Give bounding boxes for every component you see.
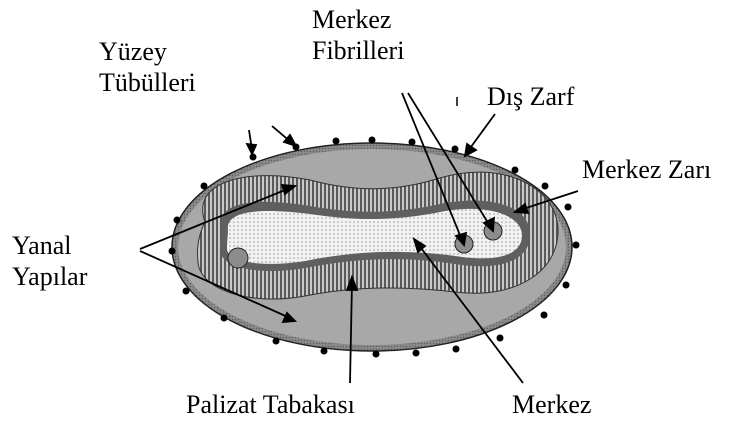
label-surface-tubules-line2: Tübülleri bbox=[99, 67, 196, 98]
surface-tubule bbox=[250, 154, 257, 161]
surface-tubule bbox=[565, 204, 572, 211]
surface-tubule bbox=[373, 351, 380, 358]
surface-tubule bbox=[413, 350, 420, 357]
label-core-fibrils-line1: Merkez bbox=[312, 4, 404, 35]
surface-tubule bbox=[333, 138, 340, 145]
surface-tubule bbox=[453, 346, 460, 353]
label-core-membrane-text: Merkez Zarı bbox=[582, 154, 711, 185]
surface-tubule bbox=[273, 338, 280, 345]
label-lateral-bodies: Yanal Yapılar bbox=[12, 230, 87, 292]
surface-tubule bbox=[573, 242, 580, 249]
label-core: Merkez bbox=[512, 389, 591, 420]
core-fibril-body bbox=[228, 248, 248, 268]
surface-tubule bbox=[497, 335, 504, 342]
surface-tubule bbox=[221, 315, 228, 322]
arrow-outer-envelope bbox=[468, 114, 495, 151]
label-core-fibrils: Merkez Fibrilleri bbox=[312, 4, 404, 66]
surface-tubule bbox=[542, 183, 549, 190]
surface-tubule bbox=[183, 288, 190, 295]
label-palisade-layer-text: Palizat Tabakası bbox=[186, 389, 355, 420]
surface-tubule bbox=[169, 248, 176, 255]
label-lateral-bodies-line1: Yanal bbox=[12, 230, 87, 261]
surface-tubule bbox=[563, 282, 570, 289]
label-core-fibrils-line2: Fibrilleri bbox=[312, 35, 404, 66]
label-core-text: Merkez bbox=[512, 389, 591, 420]
surface-tubule bbox=[321, 348, 328, 355]
label-outer-envelope-text: Dış Zarf bbox=[487, 81, 574, 112]
surface-tubule bbox=[512, 167, 519, 174]
surface-tubule bbox=[409, 139, 416, 146]
label-outer-envelope: Dış Zarf bbox=[487, 81, 574, 112]
surface-tubule bbox=[452, 146, 459, 153]
label-lateral-bodies-line2: Yapılar bbox=[12, 261, 87, 292]
label-palisade-layer: Palizat Tabakası bbox=[186, 389, 355, 420]
label-core-membrane: Merkez Zarı bbox=[582, 154, 711, 185]
surface-tubule bbox=[201, 183, 208, 190]
surface-tubule bbox=[541, 312, 548, 319]
surface-tubule bbox=[174, 217, 181, 224]
label-surface-tubules: Yüzey Tübülleri bbox=[99, 36, 196, 98]
surface-tubule bbox=[369, 137, 376, 144]
label-surface-tubules-line1: Yüzey bbox=[99, 36, 196, 67]
